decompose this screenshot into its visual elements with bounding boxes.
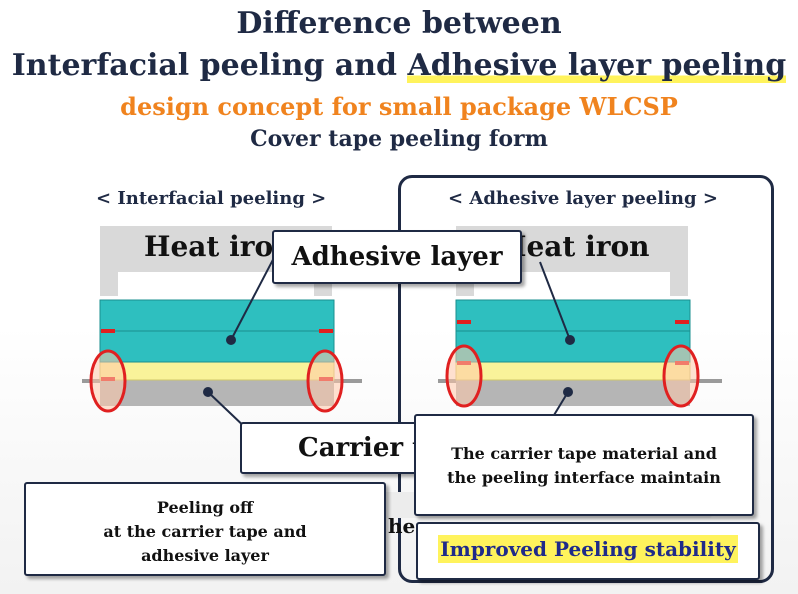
carrier-callout-text: Carrier t — [298, 433, 425, 463]
right-carrier-tape — [456, 380, 690, 406]
subtitle-peeling-form: Cover tape peeling form — [250, 126, 548, 152]
hidden-callout-fragment-text: he — [388, 514, 416, 538]
left-carrier-tape — [100, 380, 334, 406]
carrier-callout: Carrier t — [240, 422, 440, 474]
left-cover-tape-lower — [99, 330, 335, 363]
left-highlight-oval-right — [306, 349, 344, 413]
adhesive-layer-callout: Adhesive layer — [272, 230, 522, 284]
right-panel-frame — [398, 175, 774, 583]
left-cover-tape-upper — [99, 299, 335, 332]
left-note-box: Peeling off at the carrier tape and adhe… — [24, 482, 386, 576]
left-highlight-oval-left — [89, 349, 127, 413]
left-note-line-2: at the carrier tape and — [103, 522, 307, 541]
title-line-2: Interfacial peeling and Adhesive layer p… — [0, 48, 798, 83]
right-highlight-oval-left — [445, 344, 483, 408]
left-marker-top-right — [319, 329, 333, 333]
right-highlight-oval-right — [662, 344, 700, 408]
right-note-line-2: the peeling interface maintain — [447, 468, 721, 487]
title-line-2-part-1: Interfacial peeling and — [11, 48, 408, 83]
right-marker-top-right — [675, 320, 689, 324]
right-pointer-adhesive — [539, 261, 571, 341]
title-line-2-highlight: Adhesive layer peeling — [407, 48, 787, 83]
left-note-line-1: Peeling off — [156, 498, 254, 517]
title-line-1: Difference between — [236, 6, 562, 41]
right-marker-top-left — [457, 320, 471, 324]
right-note-box: The carrier tape material and the peelin… — [414, 414, 754, 516]
right-section-label: < Adhesive layer peeling > — [448, 188, 718, 209]
subtitle-design-concept: design concept for small package WLCSP — [120, 92, 678, 121]
right-note-line-1: The carrier tape material and — [451, 444, 717, 463]
right-cover-tape-upper — [455, 299, 691, 332]
right-adhesive-layer — [455, 361, 691, 381]
left-section-label: < Interfacial peeling > — [96, 188, 327, 209]
left-adhesive-layer — [99, 361, 335, 381]
left-note-line-3: adhesive layer — [141, 546, 269, 565]
left-heat-iron-label: Heat iron — [144, 230, 294, 263]
right-heat-iron-label: Heat iron — [500, 230, 650, 263]
improved-stability-box: Improved Peeling stability — [416, 522, 760, 580]
left-pointer-adhesive — [230, 251, 278, 341]
improved-stability-text: Improved Peeling stability — [438, 535, 738, 563]
left-marker-top-left — [101, 329, 115, 333]
right-cover-tape-lower — [455, 330, 691, 363]
adhesive-layer-callout-text: Adhesive layer — [291, 242, 503, 272]
